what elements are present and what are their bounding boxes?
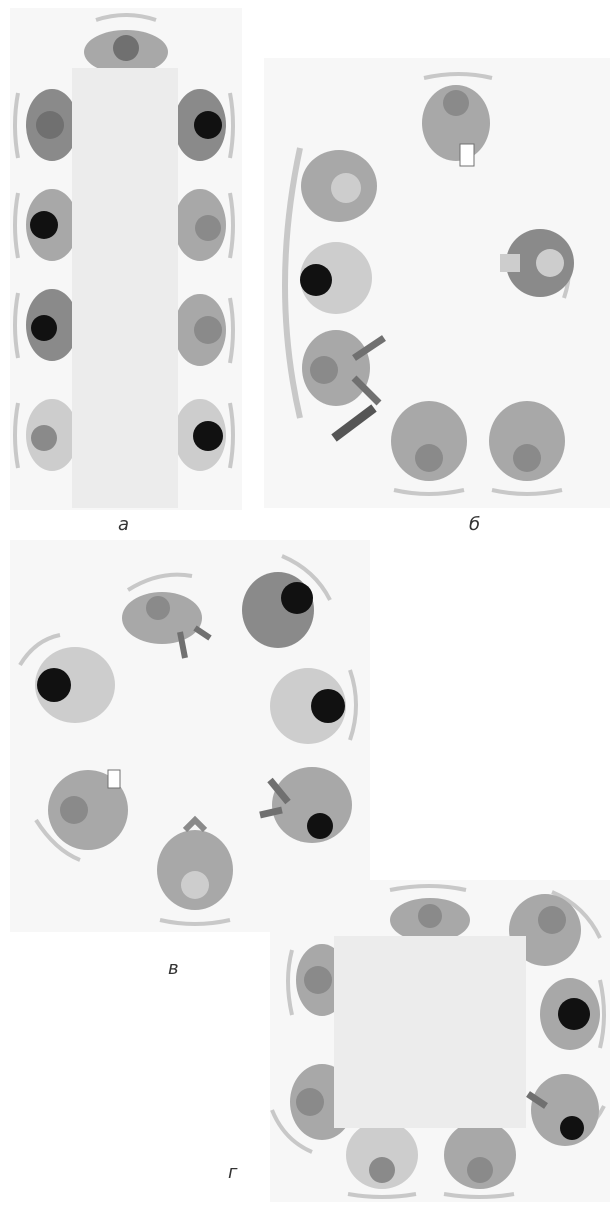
arrangement-a-illustration — [10, 8, 242, 510]
arrangement-v — [10, 540, 370, 932]
caption-v: в — [168, 958, 179, 979]
table — [334, 936, 526, 1128]
caption-b: б — [469, 514, 480, 535]
arrangement-g-illustration — [270, 880, 610, 1202]
arrangement-g — [270, 880, 610, 1202]
person-icon — [300, 242, 372, 314]
person-icon — [301, 150, 377, 222]
arrangement-a — [10, 8, 242, 510]
arrangement-v-illustration — [10, 540, 370, 932]
caption-g: г — [228, 1162, 237, 1183]
caption-a: а — [118, 514, 129, 535]
table — [72, 68, 178, 508]
arrangement-b — [264, 58, 610, 508]
arrangement-b-illustration — [264, 58, 610, 508]
